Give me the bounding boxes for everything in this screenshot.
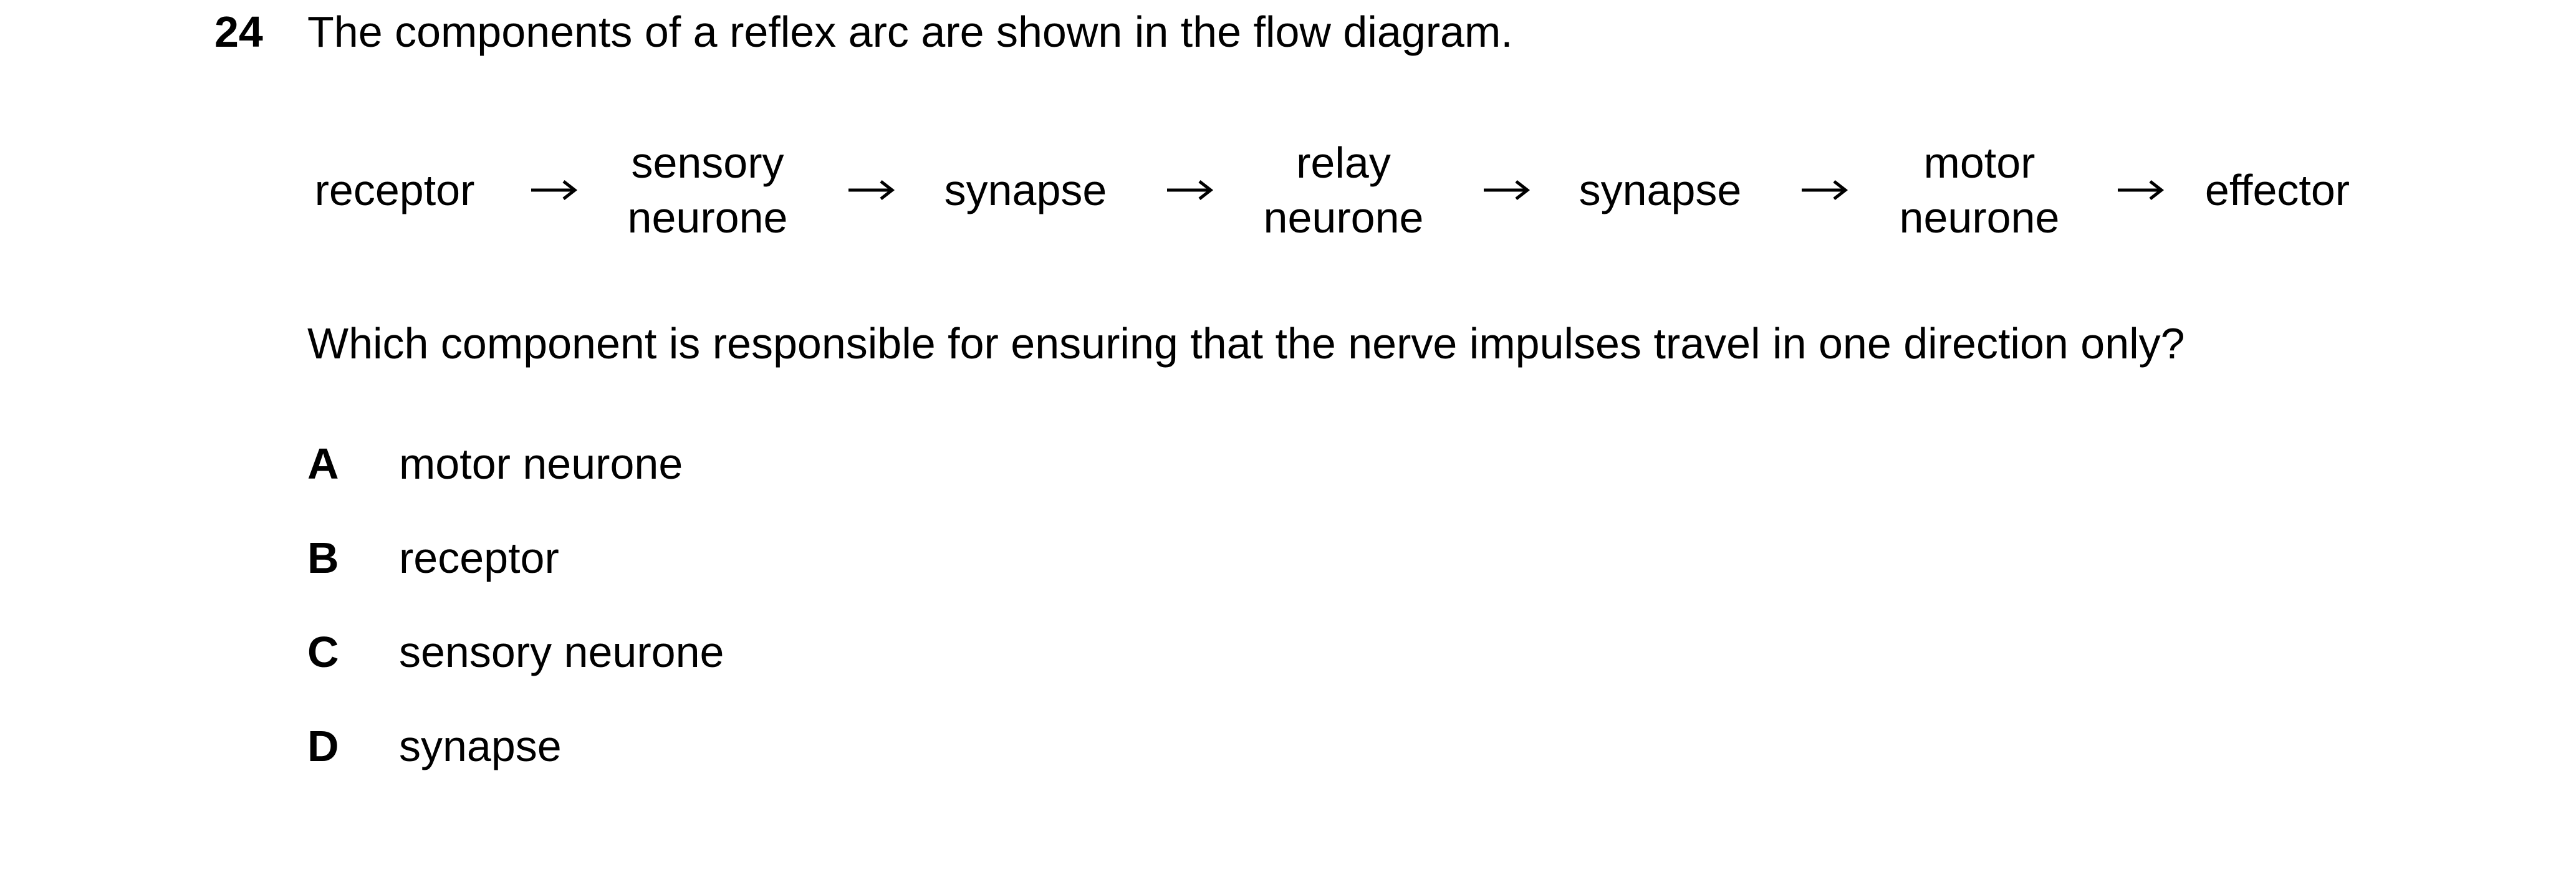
- option-text: sensory neurone: [399, 627, 724, 676]
- option-text: synapse: [399, 721, 562, 770]
- flow-node-motor-neurone: motor neurone: [1899, 138, 2060, 242]
- answer-options: A motor neurone B receptor C sensory neu…: [307, 416, 724, 793]
- reflex-arc-flow-diagram: receptor sensory neurone synapse relay n…: [307, 131, 2365, 249]
- flow-node-sensory-neurone: sensory neurone: [627, 138, 788, 242]
- option-letter: C: [307, 627, 339, 676]
- flow-node-effector: effector: [2204, 166, 2350, 214]
- option-letter: D: [307, 721, 339, 770]
- right-arrow-icon: [1793, 131, 1855, 249]
- option-text: receptor: [399, 533, 559, 582]
- answer-option-a[interactable]: A motor neurone: [307, 416, 724, 510]
- option-text: motor neurone: [399, 439, 683, 488]
- answer-option-b[interactable]: B receptor: [307, 510, 724, 605]
- right-arrow-icon: [1475, 131, 1537, 249]
- question-stem: The components of a reflex arc are shown…: [307, 7, 1513, 56]
- answer-option-c[interactable]: C sensory neurone: [307, 605, 724, 699]
- flow-node-receptor: receptor: [314, 166, 475, 214]
- right-arrow-icon: [522, 131, 585, 249]
- answer-option-d[interactable]: D synapse: [307, 699, 724, 793]
- question-number: 24: [214, 7, 263, 56]
- question-prompt: Which component is responsible for ensur…: [307, 319, 2185, 368]
- option-letter: A: [307, 439, 339, 488]
- flow-node-synapse: synapse: [944, 166, 1107, 214]
- flow-node-synapse: synapse: [1579, 166, 1742, 214]
- right-arrow-icon: [840, 131, 902, 249]
- right-arrow-icon: [1158, 131, 1221, 249]
- right-arrow-icon: [2109, 131, 2171, 249]
- option-letter: B: [307, 533, 339, 582]
- flow-node-relay-neurone: relay neurone: [1263, 138, 1424, 242]
